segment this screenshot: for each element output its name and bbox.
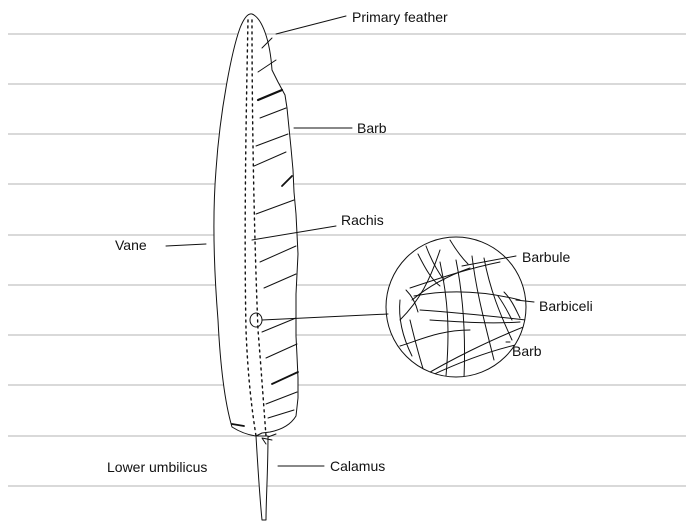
label-barbule: Barbule [522, 249, 570, 265]
label-vane: Vane [115, 237, 147, 253]
leader-vane [166, 244, 206, 246]
vane-outline [214, 14, 298, 436]
leader-primary-feather [276, 16, 346, 34]
label-barb-detail: Barb [512, 343, 542, 359]
label-barb-top: Barb [357, 120, 387, 136]
label-calamus: Calamus [330, 458, 385, 474]
ruled-lines [8, 34, 686, 486]
label-primary-feather: Primary feather [352, 9, 448, 25]
labels: Primary feather Barb Rachis Vane Barbule… [107, 9, 593, 475]
label-lower-umbilicus: Lower umbilicus [107, 459, 207, 475]
label-barbiceli: Barbiceli [539, 298, 593, 314]
label-rachis: Rachis [341, 212, 384, 228]
feather [214, 14, 298, 520]
calamus-shaft [256, 436, 268, 520]
